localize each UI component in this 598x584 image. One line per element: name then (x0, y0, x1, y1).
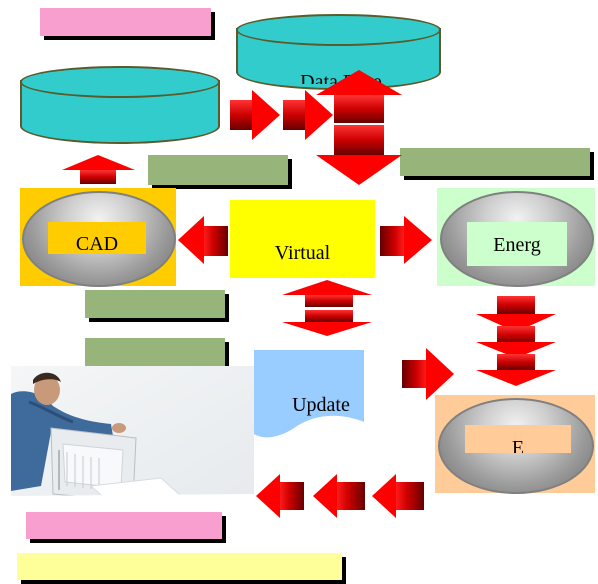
arrow-left-cad (178, 216, 228, 264)
arrow-vertical-double-mid (282, 280, 372, 336)
arrow-left-bottom-3 (372, 474, 424, 518)
update-document-shape (254, 350, 364, 438)
virtual-panel: Virtual (230, 200, 375, 278)
cad-label-box: CAD (48, 222, 146, 254)
arrow-up-cad (62, 155, 135, 184)
green-label-box-2 (400, 148, 590, 176)
green-label-box-3 (85, 290, 225, 318)
energy-bottom-label: E (511, 437, 525, 453)
update-label: Update (292, 394, 350, 416)
energy-label-box: Energ (467, 222, 567, 266)
green-label-box-4 (85, 338, 225, 366)
green-label-box-1 (148, 155, 288, 185)
arrow-right-energy (380, 216, 432, 264)
arrow-down-energy-2 (476, 326, 556, 358)
arrow-right-update (402, 348, 454, 400)
arrow-left-bottom-1 (256, 474, 304, 518)
pink-label-box-top (40, 8, 211, 36)
energy-bottom-label-box: E (465, 425, 571, 453)
arrow-vertical-double-top (316, 70, 402, 185)
man-at-computer-photo (11, 366, 254, 507)
energy-label: Energ (493, 234, 541, 256)
pink-label-box-bottom (26, 512, 222, 539)
arrow-down-energy-3 (476, 354, 556, 386)
pale-yellow-label-box (17, 553, 342, 580)
database-cylinder-right: Data Base (236, 14, 441, 92)
arrow-right-1 (230, 90, 280, 140)
database-cylinder-left (20, 66, 220, 146)
cad-label: CAD (75, 233, 119, 254)
arrow-down-energy-1 (476, 296, 556, 332)
arrow-right-2 (283, 90, 333, 140)
virtual-label: Virtual (274, 242, 331, 264)
arrow-left-bottom-2 (313, 474, 365, 518)
